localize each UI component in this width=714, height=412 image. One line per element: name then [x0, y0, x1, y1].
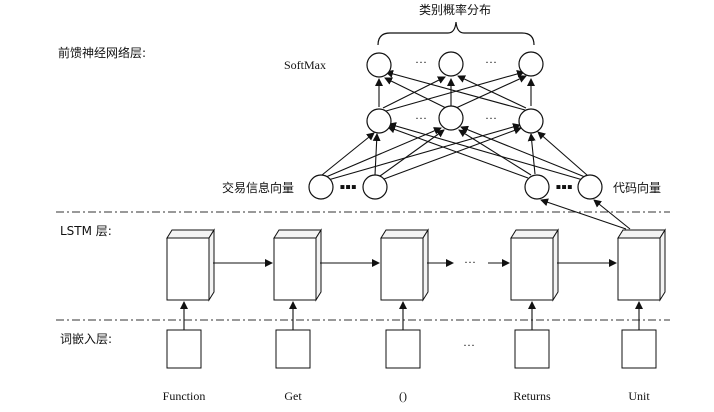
output-ellipsis-2: ··· — [485, 55, 497, 69]
hidden-to-output-edges — [375, 69, 535, 112]
token-label: Unit — [628, 389, 650, 403]
lstm-to-code-edge-2 — [593, 199, 631, 230]
lstm-cell-1 — [166, 228, 215, 302]
output-node-3 — [518, 51, 544, 77]
code-node-1 — [524, 174, 550, 200]
embed-box-1 — [166, 329, 202, 369]
token-label: () — [399, 389, 407, 403]
embed-box-5 — [621, 329, 657, 369]
ffn-layer-label: 前馈神经网络层: — [58, 45, 146, 60]
hidden-node-1 — [366, 108, 392, 134]
vector-to-hidden-edges — [321, 122, 588, 181]
transaction-node-1 — [308, 174, 334, 200]
transaction-vector-label: 交易信息向量 — [222, 180, 294, 195]
output-node-2 — [438, 51, 464, 77]
lstm-cell-2 — [273, 228, 322, 302]
hidden-ellipsis-2: ··· — [485, 111, 497, 125]
code-ellipsis: ▪▪▪ — [555, 179, 572, 196]
lstm-layer-label: LSTM 层: — [60, 224, 112, 238]
code-vector-label: 代码向量 — [613, 180, 661, 195]
embed-box-3 — [385, 329, 421, 369]
lstm-cell-3 — [380, 228, 429, 302]
lstm-ellipsis: ··· — [464, 255, 476, 269]
diagram-title: 类别概率分布 — [419, 2, 491, 17]
output-node-1 — [366, 52, 392, 78]
code-node-2 — [577, 174, 603, 200]
hidden-node-2 — [438, 105, 464, 131]
embed-layer-label: 词嵌入层: — [60, 332, 112, 346]
embed-box-2 — [275, 329, 311, 369]
token-label: Get — [284, 389, 302, 403]
token-label: Function — [163, 389, 206, 403]
transaction-node-2 — [362, 174, 388, 200]
embed-ellipsis: ··· — [463, 338, 475, 352]
embed-box-4 — [514, 329, 550, 369]
token-label: Returns — [513, 389, 551, 403]
lstm-cell-5 — [617, 228, 666, 302]
output-ellipsis-1: ··· — [415, 55, 427, 69]
transaction-ellipsis: ▪▪▪ — [339, 179, 356, 196]
lstm-to-code-edge-1 — [540, 198, 627, 230]
output-brace — [377, 21, 535, 46]
hidden-node-3 — [518, 108, 544, 134]
softmax-label: SoftMax — [284, 58, 326, 72]
hidden-ellipsis-1: ··· — [415, 111, 427, 125]
lstm-cell-4 — [510, 228, 559, 302]
